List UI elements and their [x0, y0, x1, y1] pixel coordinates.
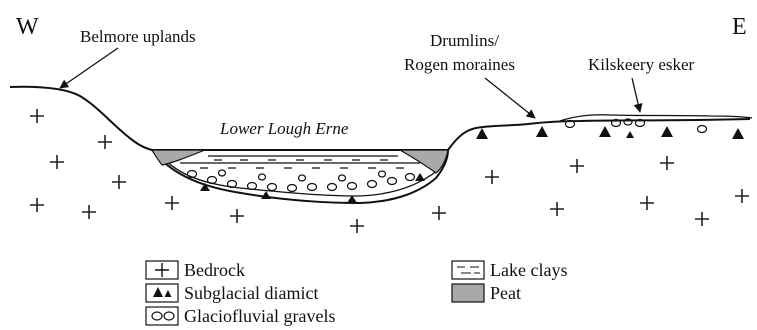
legend-item-gravels: Glaciofluvial gravels — [146, 306, 335, 326]
diamict-swatch — [146, 284, 178, 302]
lake-clays-layer — [180, 156, 420, 168]
legend-peat-label: Peat — [490, 283, 521, 303]
legend-diamict-label: Subglacial diamict — [184, 283, 318, 303]
belmore-arrow — [60, 48, 118, 88]
drumlins-label-line2: Rogen moraines — [404, 55, 515, 74]
legend-item-peat: Peat — [452, 283, 521, 303]
drumlins-arrow — [485, 78, 535, 118]
lake-name-label: Lower Lough Erne — [219, 119, 349, 138]
peat-swatch — [452, 284, 484, 302]
legend-item-clays: Lake clays — [452, 260, 567, 280]
legend-bedrock-label: Bedrock — [184, 260, 245, 280]
clays-swatch — [452, 261, 484, 279]
legend-item-bedrock: Bedrock — [146, 260, 245, 280]
compass-west-label: W — [16, 14, 39, 40]
legend-gravels-label: Glaciofluvial gravels — [184, 306, 335, 326]
drumlins-label-line1: Drumlins/ — [430, 31, 499, 50]
legend-clays-label: Lake clays — [490, 260, 567, 280]
esker-label: Kilskeery esker — [588, 55, 695, 74]
esker-arrow — [632, 78, 640, 112]
basin-base — [152, 150, 448, 203]
belmore-uplands-label: Belmore uplands — [80, 27, 196, 46]
legend-item-diamict: Subglacial diamict — [146, 283, 318, 303]
bedrock-symbols — [30, 109, 749, 233]
compass-east-label: E — [732, 14, 747, 40]
ground-surface-profile — [10, 87, 750, 150]
